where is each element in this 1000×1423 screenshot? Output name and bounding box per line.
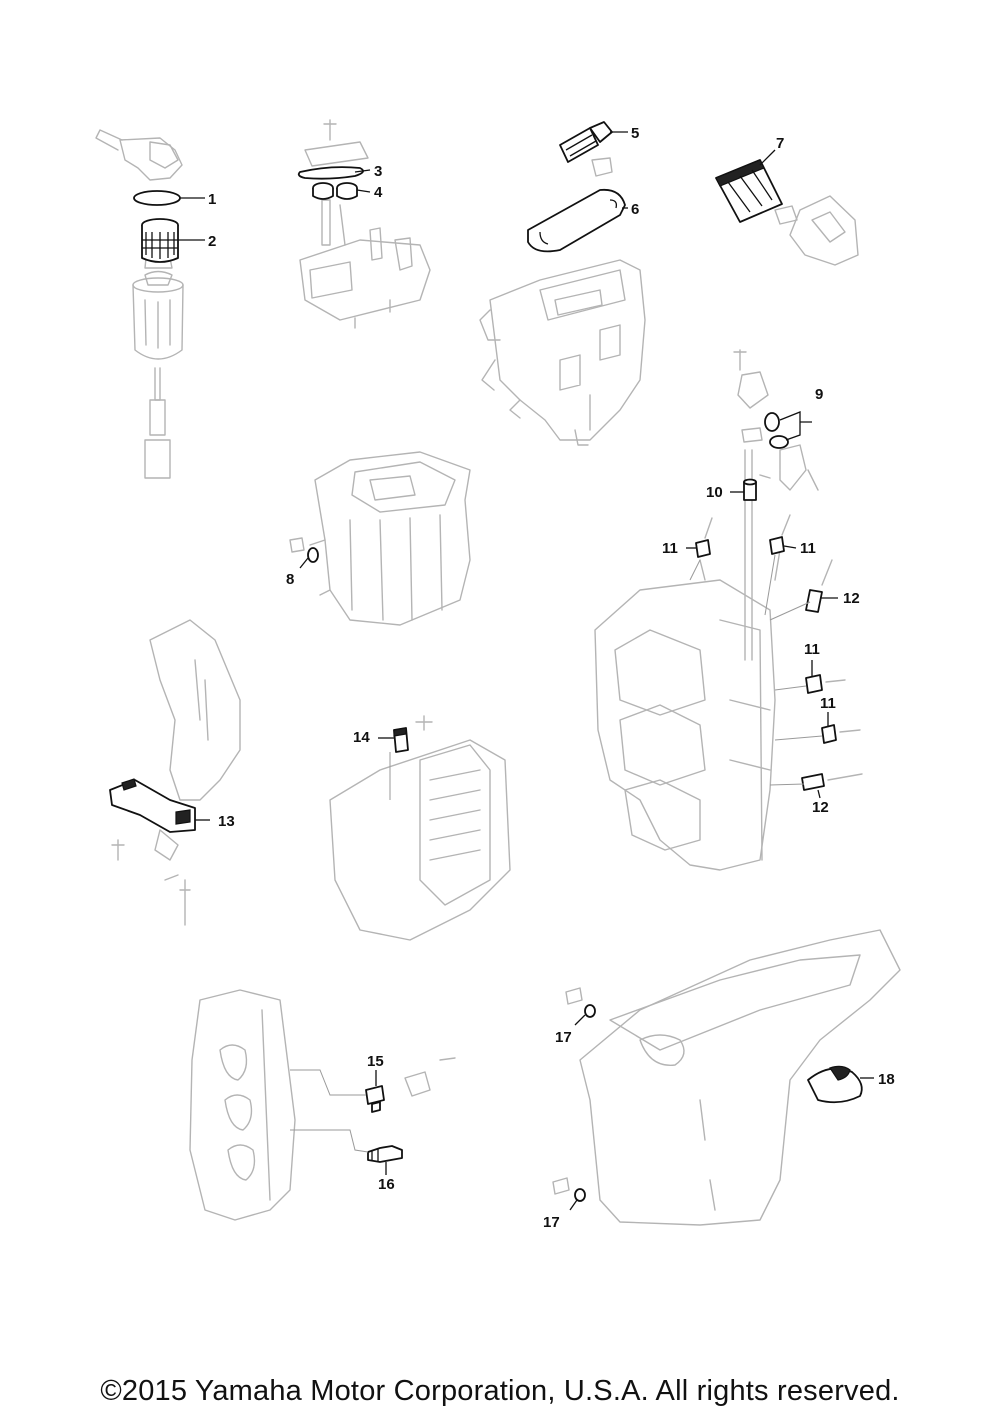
collar-part-4 (312, 182, 358, 200)
callout-11b: 11 (800, 540, 816, 557)
callout-14: 14 (353, 729, 370, 746)
sensor-part-15 (365, 1057, 456, 1113)
callout-8: 8 (286, 571, 294, 588)
thermostat-part-9 (764, 412, 789, 449)
fuel-filter-assembly (95, 129, 184, 479)
callout-6: 6 (631, 201, 639, 218)
callout-7: 7 (776, 135, 784, 152)
drain-washer-part-17-upper (565, 987, 596, 1018)
callout-17a: 17 (555, 1029, 572, 1046)
strainer-part-5 (559, 121, 613, 163)
callout-11a: 11 (662, 540, 678, 557)
parts-diagram: 1 2 3 4 5 6 7 8 9 10 11 11 11 11 12 12 1… (95, 119, 901, 1231)
callout-17b: 17 (543, 1214, 560, 1231)
exhaust-cover-assembly (329, 715, 511, 941)
upper-casing-assembly (479, 259, 646, 446)
leader-8 (299, 557, 309, 569)
callout-13: 13 (218, 813, 235, 830)
oil-filter-bracket (774, 195, 859, 266)
anode-part-12-lower (801, 773, 863, 791)
leader-17b (569, 1199, 578, 1211)
callout-labels: 1 2 3 4 5 6 7 8 9 10 11 11 11 11 12 12 1… (208, 125, 895, 1231)
callout-11d: 11 (820, 695, 836, 712)
plug-part-11-lower (821, 724, 861, 744)
anode-part-12-upper (805, 559, 833, 613)
leader-3 (354, 169, 371, 173)
leader-17a (574, 1014, 586, 1026)
cover-part-14 (393, 727, 409, 753)
callout-4: 4 (374, 184, 383, 201)
callout-5: 5 (631, 125, 639, 142)
callout-2: 2 (208, 233, 216, 250)
plug-part-11-mid (805, 674, 846, 694)
callout-16: 16 (378, 1176, 395, 1193)
o-ring-part-1 (133, 190, 181, 206)
oil-pan-assembly (309, 451, 471, 626)
leader-7 (759, 149, 776, 166)
thermostat-assembly (733, 349, 819, 661)
sleeve-part-10 (743, 478, 757, 501)
callout-12a: 12 (843, 590, 860, 607)
leader-12b (817, 789, 821, 799)
gear-case (579, 929, 901, 1226)
leader-9 (779, 411, 812, 441)
leader-11b (783, 545, 797, 549)
callout-12b: 12 (812, 799, 829, 816)
copyright-notice: ©2015 Yamaha Motor Corporation, U.S.A. A… (100, 1375, 900, 1407)
gasket-part-3 (297, 166, 364, 180)
callout-15: 15 (367, 1053, 384, 1070)
mount-part-13 (109, 778, 196, 833)
drain-washer-part-17-lower (552, 1177, 586, 1202)
plug-part-11-upper-right (769, 514, 791, 555)
anode-part-18 (807, 1065, 863, 1104)
callout-11c: 11 (804, 641, 820, 658)
leader-4 (356, 189, 371, 193)
cylinder-block (594, 549, 781, 871)
bracket-assembly (111, 619, 241, 926)
callout-10: 10 (706, 484, 723, 501)
spark-plug-part-16 (367, 1145, 403, 1163)
callout-3: 3 (374, 163, 382, 180)
vapor-separator-assembly (299, 119, 431, 329)
filter-element-part-2 (141, 218, 179, 263)
cylinder-head (189, 989, 296, 1221)
plug-part-11-upper-left (695, 517, 713, 558)
callout-1: 1 (208, 191, 216, 208)
callout-18: 18 (878, 1071, 895, 1088)
drain-plug-part-8 (289, 537, 319, 563)
gasket-part-6 (527, 188, 626, 253)
oil-filter-part-7 (715, 159, 783, 223)
callout-9: 9 (815, 386, 823, 403)
